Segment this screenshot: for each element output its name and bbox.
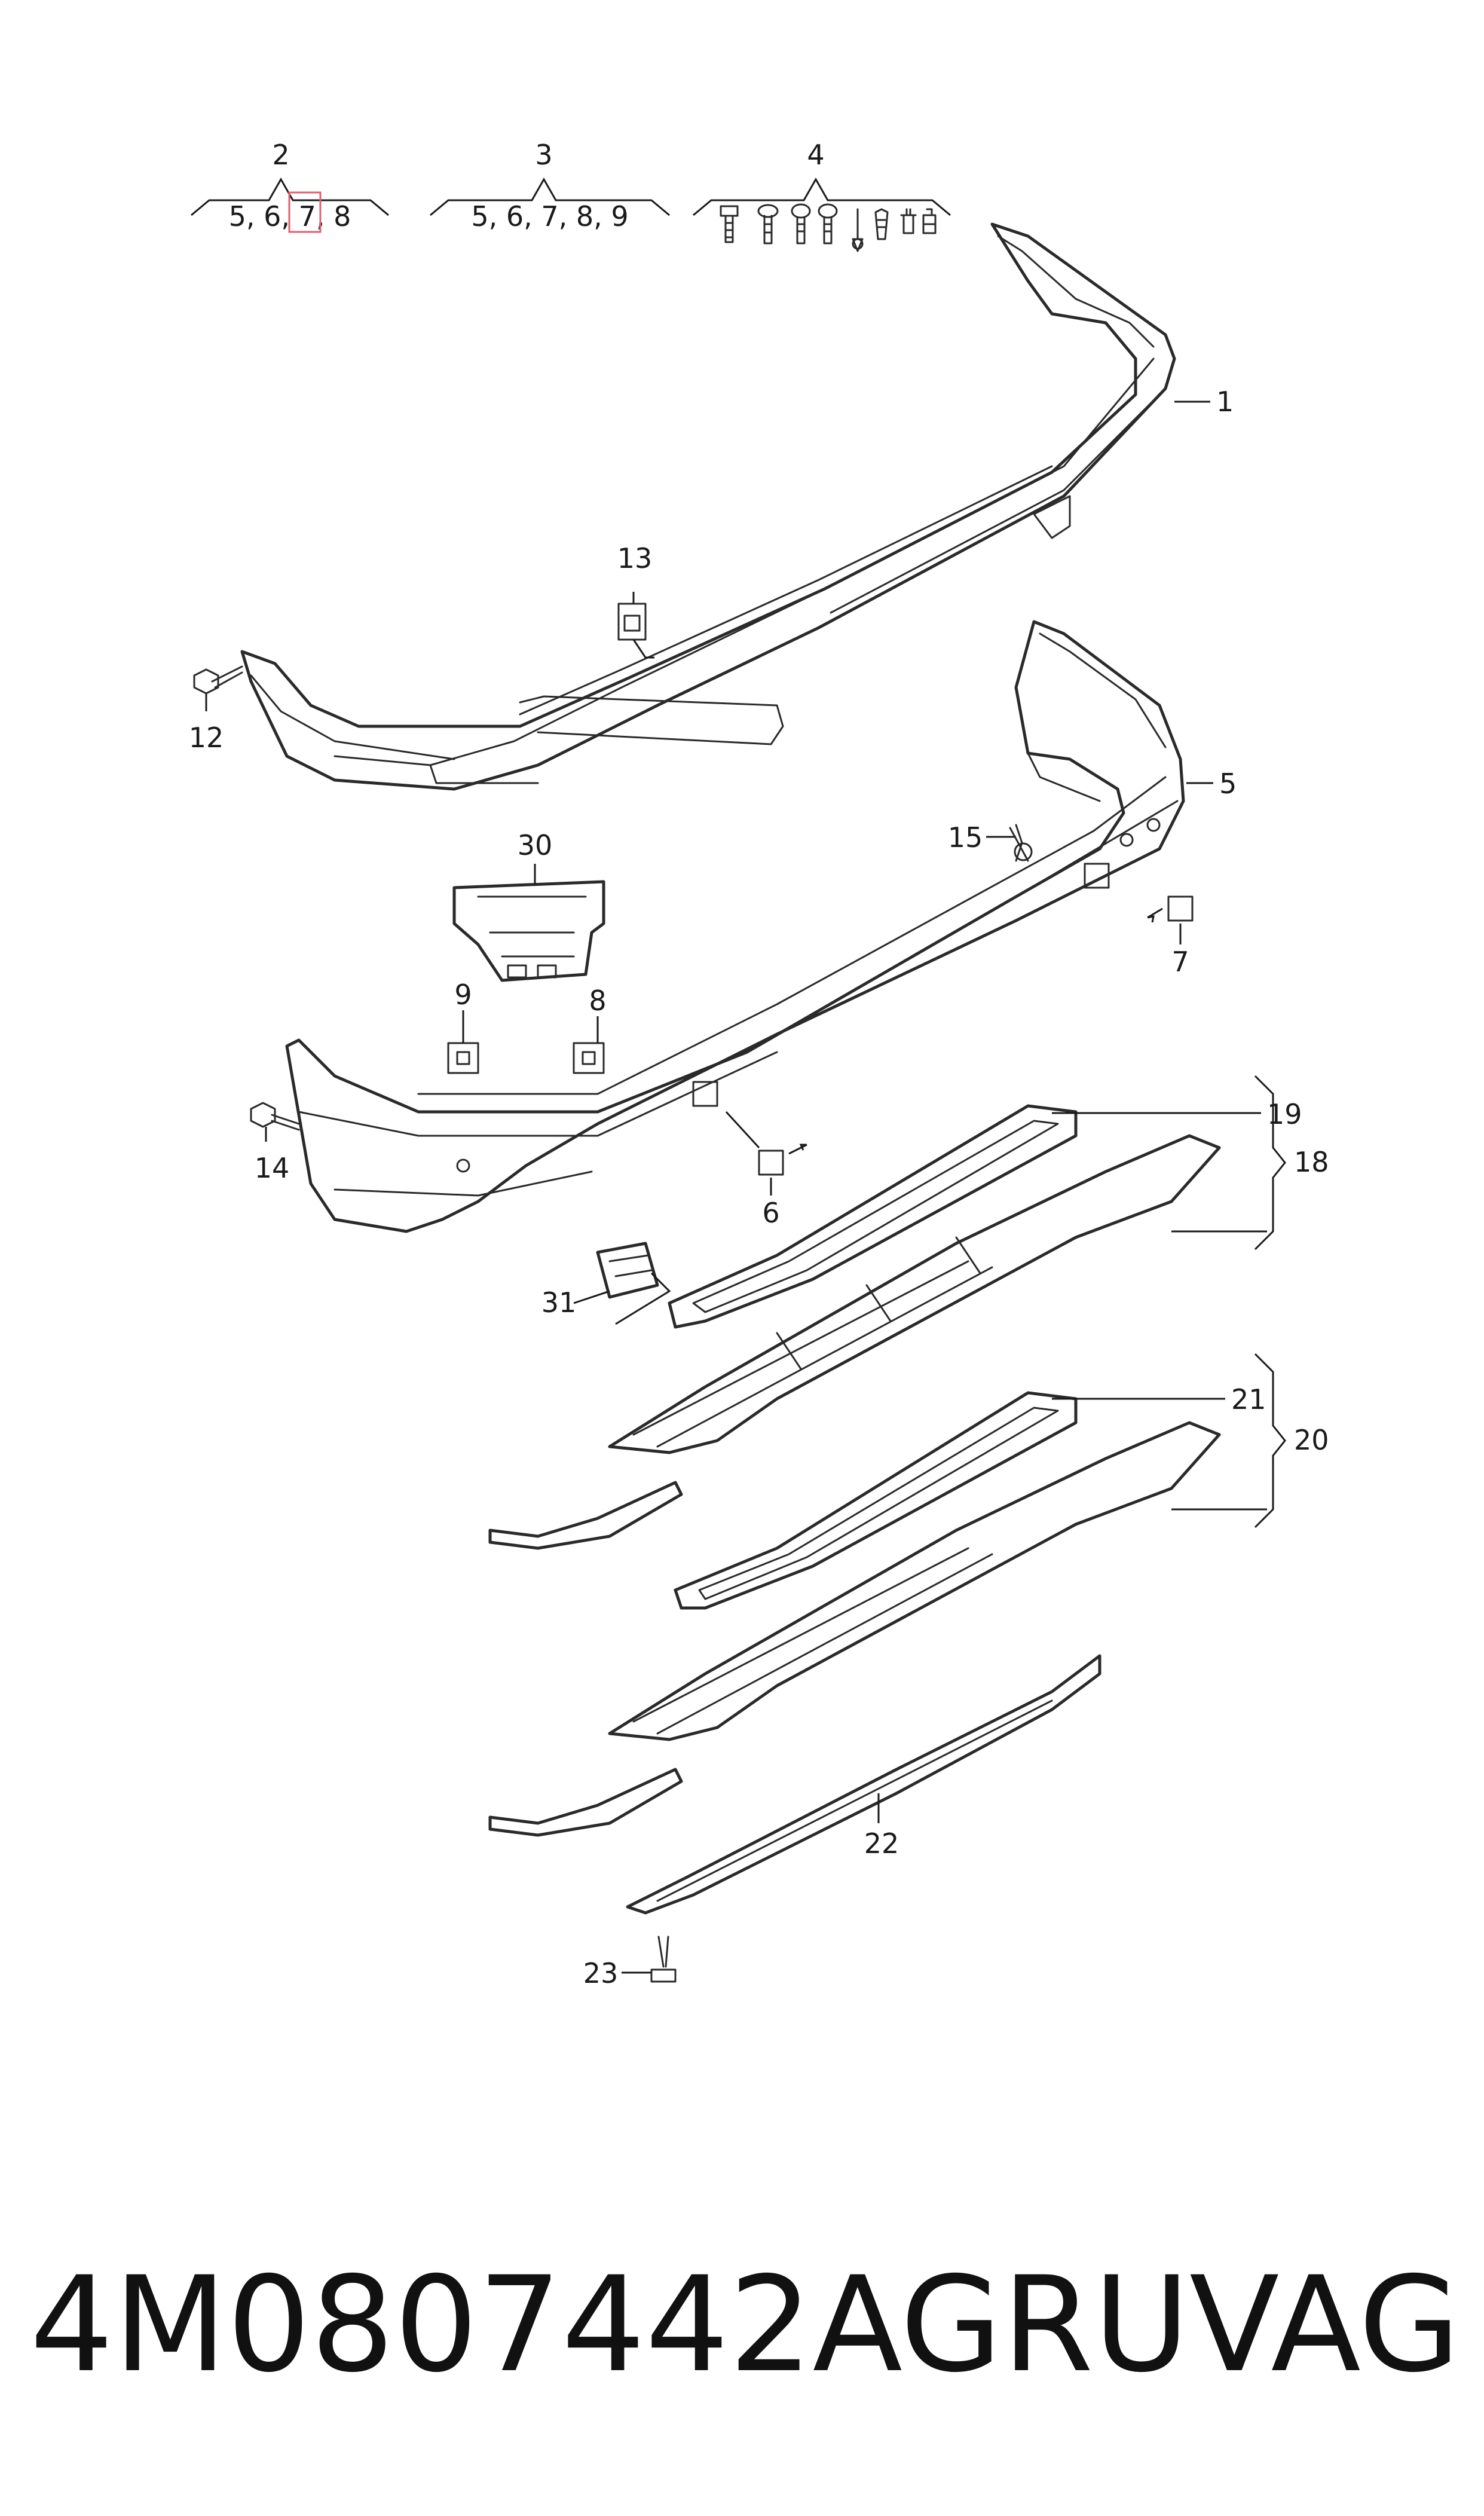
callout-30: 30 (518, 829, 553, 861)
callout-7: 7 (1171, 946, 1189, 978)
hex-bolt-1 (720, 205, 739, 243)
callout-22: 22 (864, 1827, 899, 1860)
pin-clip (852, 208, 864, 252)
group-2-number: 2 (272, 139, 289, 171)
spring-nut (922, 208, 937, 234)
screw-23 (622, 1936, 677, 1983)
frame-21 (674, 1391, 1078, 1610)
callout-12: 12 (189, 722, 224, 754)
bumper-cover-main (285, 620, 1185, 1233)
callout-21: 21 (1231, 1383, 1266, 1416)
group-3-number: 3 (535, 139, 552, 171)
round-bolt-2 (818, 203, 838, 244)
expansion-clip (874, 208, 889, 240)
round-bolt-1 (791, 203, 811, 244)
diffuser-20 (488, 1421, 1221, 1837)
cover-cap-7 (1147, 895, 1194, 944)
diffuser-18 (488, 1134, 1221, 1550)
frame-19 (668, 1104, 1078, 1329)
sensor-holder-31 (573, 1242, 671, 1325)
trim-strip-22 (626, 1654, 1101, 1915)
group-2-header: 2 5, 6, 7, 8 (191, 139, 389, 233)
highlight-box-item-7 (288, 191, 322, 233)
clip-8 (573, 1016, 605, 1074)
screw-12 (193, 665, 243, 711)
callout-18: 18 (1294, 1146, 1329, 1178)
callout-20: 20 (1294, 1424, 1329, 1456)
bracket-30 (452, 864, 605, 982)
group-4-header: 4 (693, 139, 951, 252)
callout-14: 14 (255, 1152, 290, 1184)
callout-23: 23 (583, 1957, 619, 1989)
brand-name: VAG (1189, 2248, 1461, 2401)
callout-8: 8 (589, 985, 606, 1017)
callout-1: 1 (1216, 386, 1234, 418)
callout-13: 13 (617, 542, 653, 574)
cover-cap-6 (725, 1111, 807, 1196)
callout-5: 5 (1219, 768, 1237, 800)
part-number: 4M0807442AGRU (30, 2248, 1190, 2401)
group-3-header: 3 5, 6, 7, 8, 9 (430, 139, 670, 233)
screw-15 (986, 824, 1033, 862)
callout-9: 9 (454, 979, 472, 1011)
retaining-clip-13 (617, 592, 654, 659)
bumper-cover-upper (240, 222, 1176, 791)
flange-bolt (757, 204, 779, 244)
group-4-number: 4 (807, 139, 824, 171)
screw-14 (250, 1102, 300, 1142)
group-3-members: 5, 6, 7, 8, 9 (471, 200, 628, 233)
push-rivet (900, 208, 917, 234)
callout-31: 31 (541, 1286, 577, 1319)
callout-6: 6 (762, 1197, 779, 1229)
callout-15: 15 (948, 821, 983, 854)
clip-9 (447, 1010, 479, 1074)
fasteners-set (720, 203, 937, 252)
